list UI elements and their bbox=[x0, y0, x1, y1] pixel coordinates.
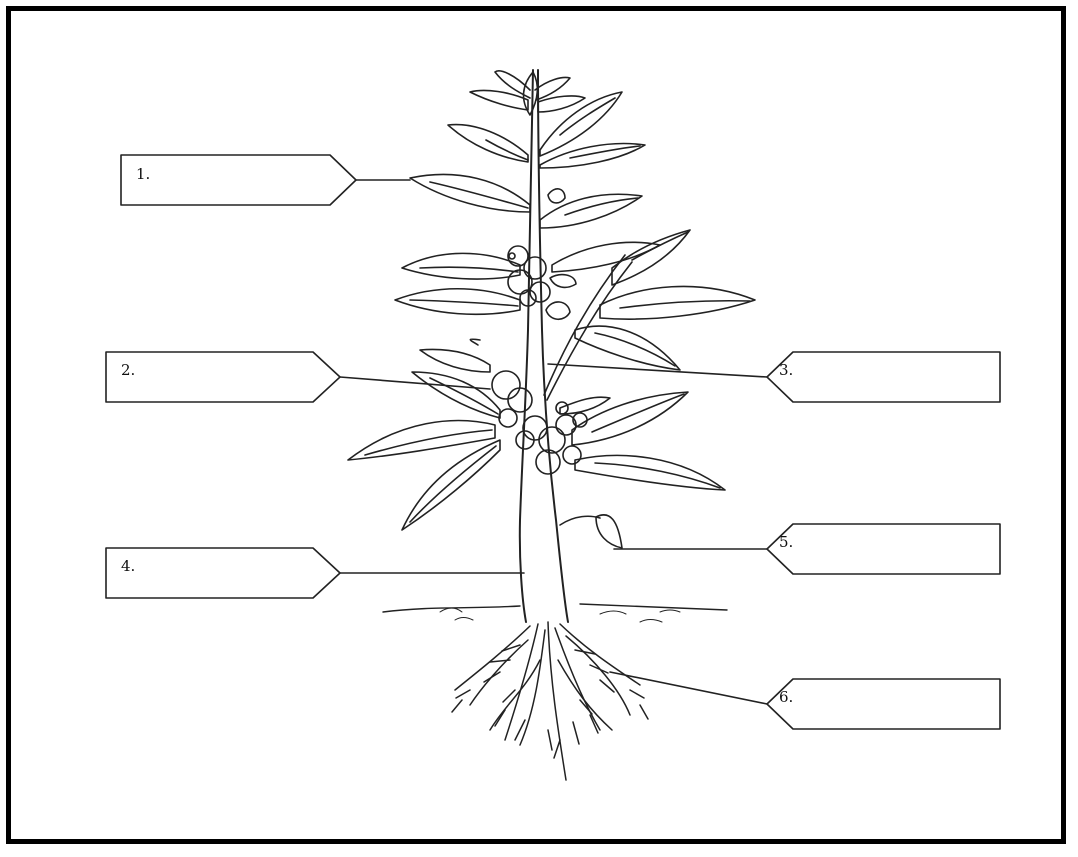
label-box-4[interactable] bbox=[106, 548, 340, 598]
label-box-5[interactable] bbox=[767, 524, 1000, 574]
leader-line-6 bbox=[610, 672, 767, 704]
label-number-5: 5. bbox=[779, 533, 793, 551]
root-system bbox=[452, 622, 648, 780]
label-number-1: 1. bbox=[136, 165, 150, 183]
leaves bbox=[348, 71, 755, 530]
bud-stalk bbox=[560, 516, 600, 525]
leaf-bud bbox=[596, 515, 622, 548]
ground-texture bbox=[440, 608, 680, 622]
label-number-2: 2. bbox=[121, 361, 135, 379]
label-box-6[interactable] bbox=[767, 679, 1000, 729]
label-box-1[interactable] bbox=[121, 155, 356, 205]
plant-stem-right-edge bbox=[538, 70, 568, 622]
label-number-6: 6. bbox=[779, 688, 793, 706]
label-number-3: 3. bbox=[779, 361, 793, 379]
label-box-3[interactable] bbox=[767, 352, 1000, 402]
label-number-4: 4. bbox=[121, 557, 135, 575]
label-box-2[interactable] bbox=[106, 352, 340, 402]
